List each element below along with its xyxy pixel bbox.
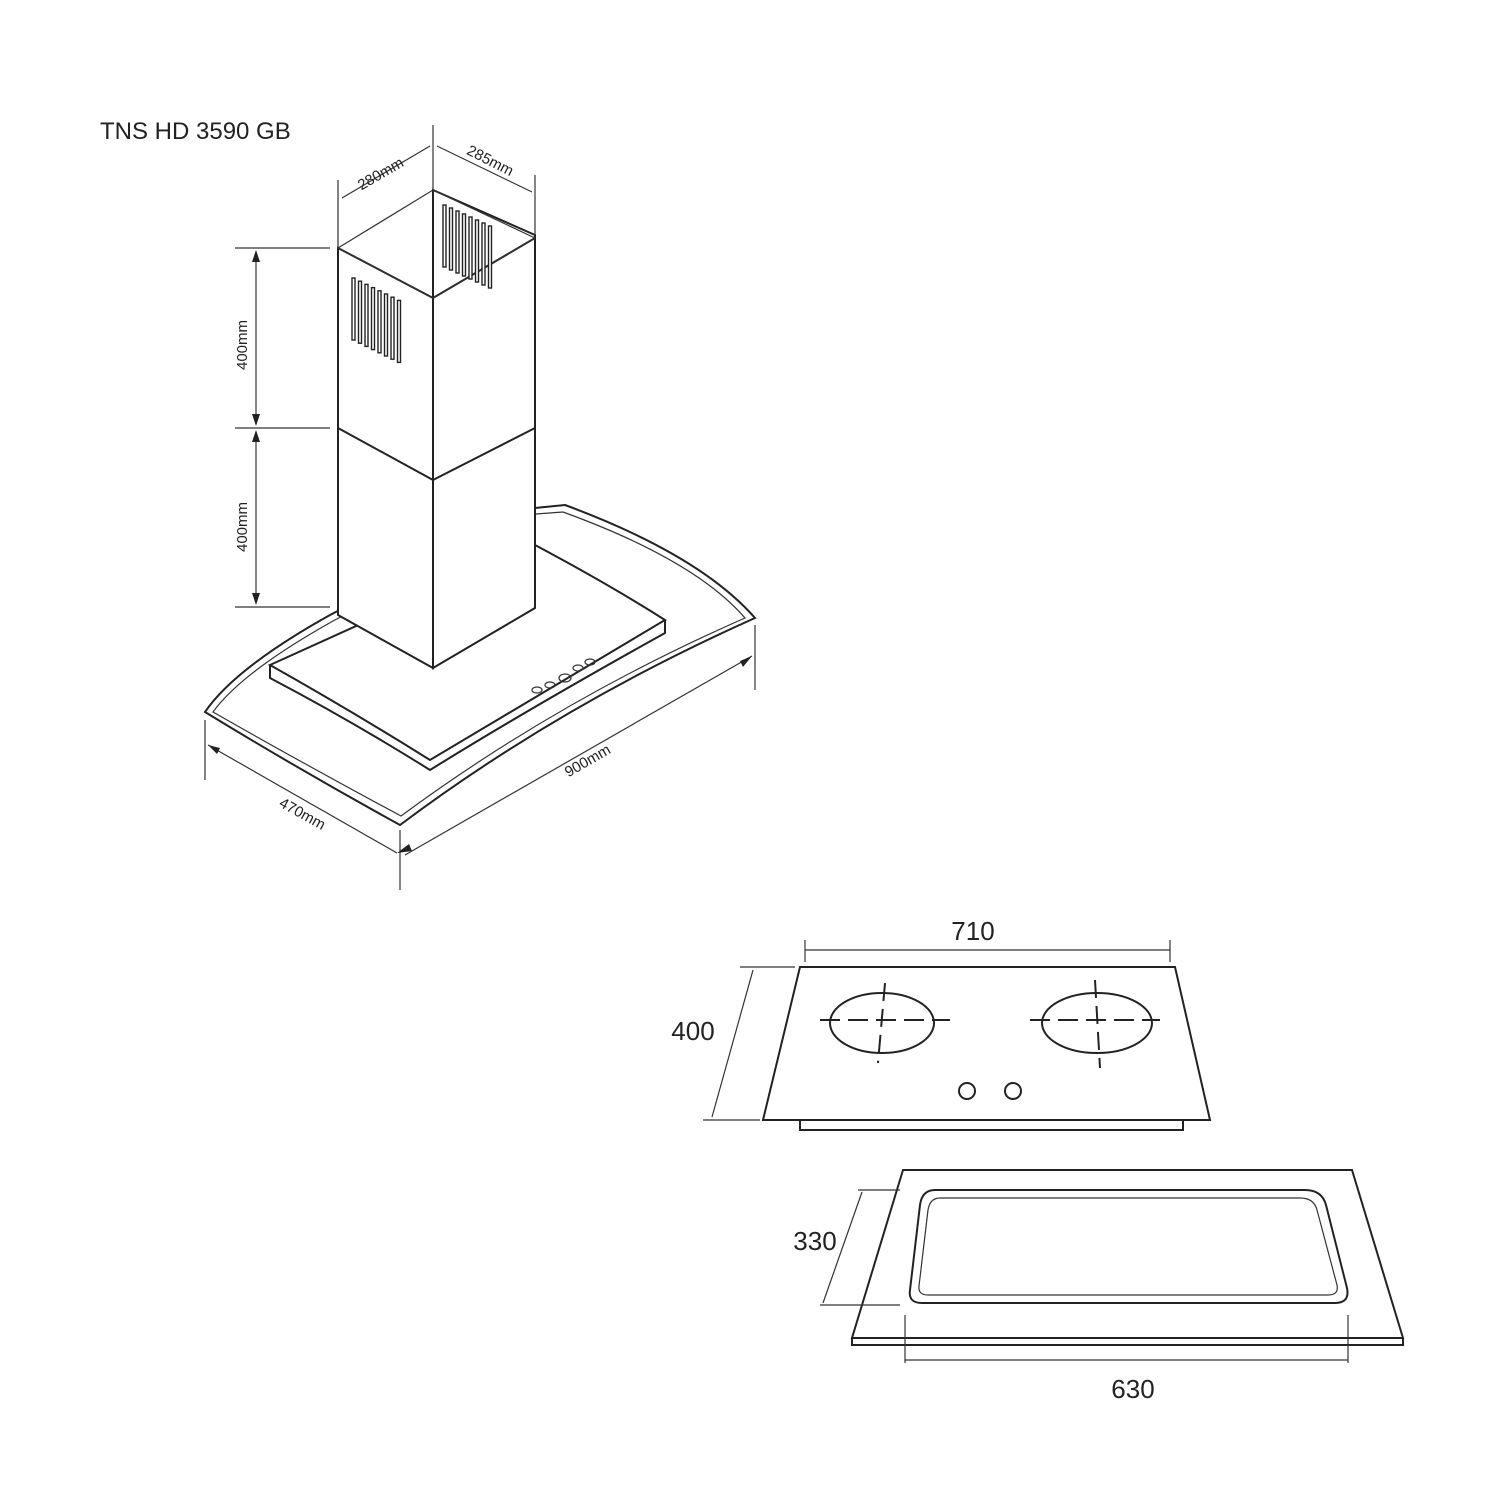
chimney-vent-left — [351, 277, 402, 364]
control-knob-left[interactable] — [958, 1082, 976, 1100]
range-hood — [203, 188, 757, 827]
dim-label-canopy-width: 900mm — [562, 741, 614, 781]
dim-label-hob-depth: 400 — [671, 1016, 714, 1046]
model-title: TNS HD 3590 GB — [100, 118, 291, 145]
control-button[interactable] — [544, 681, 556, 689]
dim-label-upper-chimney: 400mm — [234, 320, 251, 370]
dim-label-chimney-width: 280mm — [355, 154, 407, 194]
control-button[interactable] — [584, 658, 596, 666]
chimney-top-opening — [336, 189, 537, 299]
control-knob-right[interactable] — [1004, 1082, 1022, 1100]
control-button[interactable] — [531, 686, 543, 694]
hob-dimensions: 710 400 — [671, 916, 1171, 1121]
vent-slat — [377, 290, 382, 354]
vent-slat — [481, 222, 486, 286]
chimney-vent-back — [442, 204, 493, 289]
hob-base — [799, 1120, 1184, 1131]
dim-line-330 — [822, 1191, 863, 1304]
hood-chimney — [336, 188, 537, 670]
cutout-opening — [908, 1189, 1349, 1304]
dim-label-chimney-depth: 285mm — [464, 142, 516, 180]
vent-slat — [370, 286, 376, 351]
hood-body-front-edge — [269, 620, 666, 772]
vent-slat — [357, 280, 363, 344]
vent-slat — [364, 283, 369, 348]
countertop-cutout — [850, 1169, 1405, 1346]
dim-line-280 — [341, 145, 431, 199]
dim-line-285 — [436, 145, 533, 193]
control-panel — [531, 658, 596, 694]
vent-slat — [474, 219, 480, 283]
burner-left — [820, 982, 950, 1064]
vent-slat — [390, 296, 395, 360]
chimney-joint-line — [432, 427, 536, 481]
hood-metal-body — [267, 543, 667, 762]
control-display — [558, 673, 572, 683]
vent-slat — [468, 216, 473, 280]
chimney-joint-line — [337, 427, 434, 481]
vent-slat — [455, 210, 460, 274]
burner-right — [1030, 979, 1160, 1069]
dim-line-470 — [207, 744, 398, 854]
dim-label-lower-chimney: 400mm — [234, 502, 251, 552]
control-button[interactable] — [572, 664, 584, 672]
vent-slat — [351, 277, 356, 341]
dim-line-400 — [711, 969, 754, 1118]
cutout-dimensions: 330 630 — [793, 1189, 1349, 1404]
vent-slat — [448, 207, 454, 271]
dim-line-900 — [404, 655, 753, 856]
dim-label-canopy-depth: 470mm — [276, 795, 328, 834]
dim-label-cutout-depth: 330 — [793, 1226, 836, 1256]
hob-glass-top — [761, 966, 1212, 1121]
vent-slat — [461, 213, 467, 277]
vent-slat — [487, 225, 493, 289]
dim-label-hob-width: 710 — [951, 916, 994, 946]
vent-slat — [383, 293, 389, 357]
hood-glass-canopy-inner — [212, 511, 746, 817]
dim-label-cutout-width: 630 — [1111, 1374, 1154, 1404]
vent-slat — [396, 299, 402, 364]
gas-hob — [761, 966, 1212, 1131]
vent-slat — [442, 204, 447, 268]
